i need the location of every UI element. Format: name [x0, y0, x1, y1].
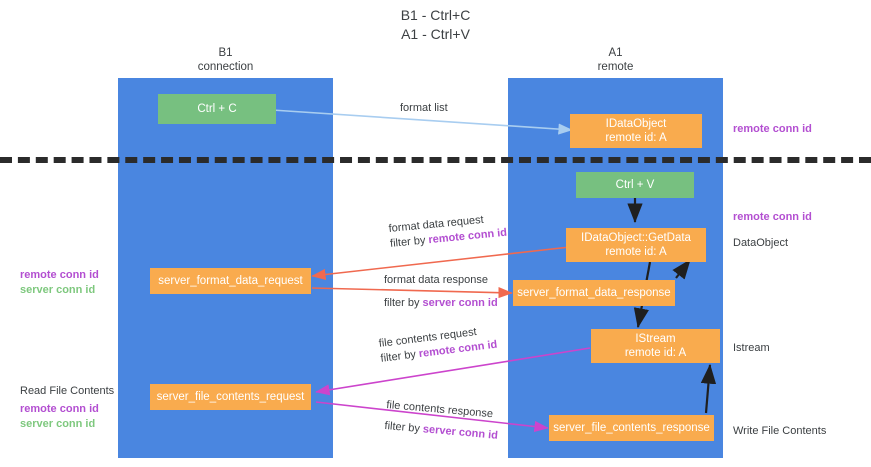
node-server-format-data-response[interactable]: server_format_data_response	[513, 280, 675, 306]
column-header-b1-name: B1	[218, 47, 233, 59]
node-istream-sub: remote id: A	[624, 347, 687, 359]
column-header-b1: B1 connection	[118, 46, 333, 74]
filter-prefix: filter by	[379, 348, 420, 365]
edge-label-file-contents-request: file contents request filter by remote c…	[378, 323, 498, 367]
annotation-text: remote conn id	[733, 123, 812, 135]
node-idataobject-sub: remote id: A	[605, 132, 667, 144]
filter-key-server-conn-id: server conn id	[422, 297, 498, 309]
edge-label-format-data-request: format data request filter by remote con…	[388, 211, 508, 252]
node-istream-label: IStream	[635, 333, 676, 345]
edge-label-format-list: format list	[400, 101, 448, 116]
annotation-right-write-file-contents: Write File Contents	[733, 424, 826, 439]
node-ctrl-v-label: Ctrl + V	[615, 179, 655, 191]
annotation-server-conn-id: server conn id	[20, 284, 96, 296]
node-idataobject-label: IDataObject	[605, 118, 667, 130]
node-idataobject-getdata-sub: remote id: A	[605, 246, 667, 258]
annotation-left-read-file-contents: Read File Contents	[20, 384, 114, 399]
annotation-right-remote-conn-id-top: remote conn id	[733, 122, 812, 137]
node-server-format-data-request-label: server_format_data_request	[158, 275, 303, 287]
node-ctrl-v[interactable]: Ctrl + V	[576, 172, 694, 198]
filter-prefix: filter by	[389, 234, 430, 250]
annotation-right-dataobject: DataObject	[733, 236, 788, 251]
edge-label-file-contents-response: file contents response filter by server …	[384, 398, 500, 444]
node-ctrl-c[interactable]: Ctrl + C	[158, 94, 276, 124]
annotation-text: remote conn id	[733, 211, 812, 223]
annotation-right-remote-conn-id-mid: remote conn id	[733, 210, 812, 225]
node-ctrl-c-label: Ctrl + C	[197, 103, 237, 115]
node-server-file-contents-request-label: server_file_contents_request	[156, 391, 305, 403]
node-server-format-data-response-label: server_format_data_response	[517, 287, 671, 299]
diagram-title: B1 - Ctrl+C A1 - Ctrl+V	[0, 6, 871, 44]
annotation-remote-conn-id: remote conn id	[20, 403, 99, 415]
edge-label-file-contents-response-filter: filter by server conn id	[384, 419, 499, 444]
node-server-file-contents-response[interactable]: server_file_contents_response	[549, 415, 714, 441]
annotation-left-conn-ids-mid: remote conn id server conn id	[20, 268, 99, 298]
filter-prefix: filter by	[384, 297, 423, 309]
title-line-1: B1 - Ctrl+C	[400, 7, 471, 23]
annotation-right-istream: Istream	[733, 341, 770, 356]
annotation-text: Istream	[733, 342, 770, 354]
node-server-file-contents-request[interactable]: server_file_contents_request	[150, 384, 311, 410]
node-idataobject[interactable]: IDataObject remote id: A	[570, 114, 702, 148]
node-idataobject-getdata[interactable]: IDataObject::GetData remote id: A	[566, 228, 706, 262]
annotation-remote-conn-id: remote conn id	[20, 269, 99, 281]
annotation-text: DataObject	[733, 237, 789, 249]
filter-prefix: filter by	[384, 419, 424, 436]
annotation-text: Write File Contents	[733, 425, 827, 437]
column-header-a1: A1 remote	[508, 46, 723, 74]
phase-divider	[0, 157, 871, 163]
edge-label-format-data-response-text: format data response	[384, 274, 488, 286]
column-header-a1-role: remote	[597, 61, 634, 73]
column-header-b1-role: connection	[197, 61, 254, 73]
edge-label-format-list-text: format list	[400, 102, 448, 114]
edge-label-format-data-response-filter: filter by server conn id	[384, 296, 498, 311]
title-line-2: A1 - Ctrl+V	[401, 26, 470, 42]
node-idataobject-getdata-label: IDataObject::GetData	[581, 232, 691, 244]
node-server-file-contents-response-label: server_file_contents_response	[553, 422, 710, 434]
edge-label-format-data-response: format data response filter by server co…	[384, 273, 498, 311]
column-header-a1-name: A1	[608, 47, 623, 59]
node-server-format-data-request[interactable]: server_format_data_request	[150, 268, 311, 294]
annotation-server-conn-id: server conn id	[20, 418, 96, 430]
annotation-left-conn-ids-bottom: remote conn id server conn id	[20, 402, 99, 432]
node-istream[interactable]: IStream remote id: A	[591, 329, 720, 363]
filter-key-server-conn-id: server conn id	[422, 423, 499, 442]
edge-label-file-contents-response-text: file contents response	[385, 398, 494, 421]
annotation-text: Read File Contents	[20, 385, 115, 397]
